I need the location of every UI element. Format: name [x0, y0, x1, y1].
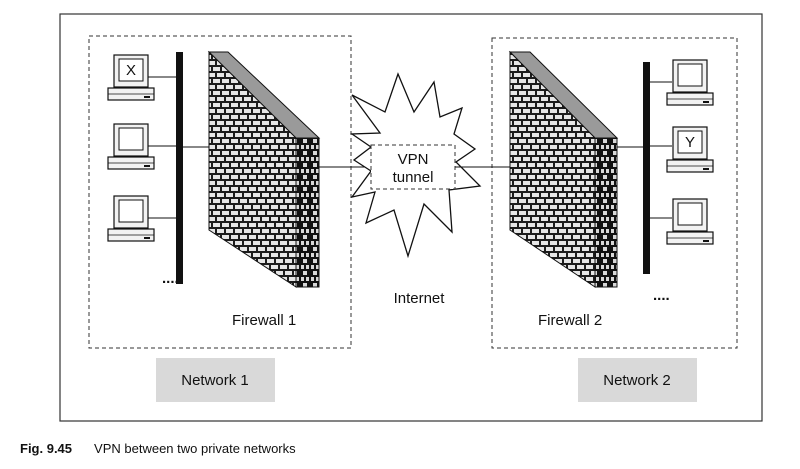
network-2-bus: [643, 62, 650, 274]
vpn-label: VPN: [398, 151, 429, 168]
network-1-label: Network 1: [181, 372, 249, 389]
internet-label: Internet: [394, 290, 446, 307]
figure-caption: Fig. 9.45 VPN between two private network…: [20, 441, 296, 456]
firewall-1-label: Firewall 1: [232, 312, 296, 329]
tunnel-label: tunnel: [393, 169, 434, 186]
computer-1c: [107, 195, 155, 242]
network-2-more-hosts: ....: [653, 287, 670, 304]
network-2-label-box: [578, 358, 697, 402]
host-label-x: X: [126, 62, 136, 79]
outer-frame: [59, 13, 763, 422]
vpn-tunnel-box: [370, 144, 456, 190]
network-1-more-hosts: ....: [162, 270, 179, 287]
figure-number: Fig. 9.45: [20, 441, 73, 456]
computer-y: Y: [666, 126, 714, 173]
computer-x: X: [107, 54, 155, 101]
network-2-boundary: [491, 37, 738, 349]
computer-1b: [107, 123, 155, 170]
firewall-2: [508, 50, 619, 288]
network-2-label: Network 2: [603, 372, 671, 389]
computer-2c: [666, 198, 714, 245]
host-label-y: Y: [685, 134, 695, 151]
network-1-label-box: [156, 358, 275, 402]
firewall-1: [207, 50, 321, 288]
figure-caption-text: VPN between two private networks: [94, 441, 296, 456]
computer-2a: [666, 59, 714, 106]
firewall-2-label: Firewall 2: [538, 312, 602, 329]
network-1-bus: [176, 52, 183, 284]
